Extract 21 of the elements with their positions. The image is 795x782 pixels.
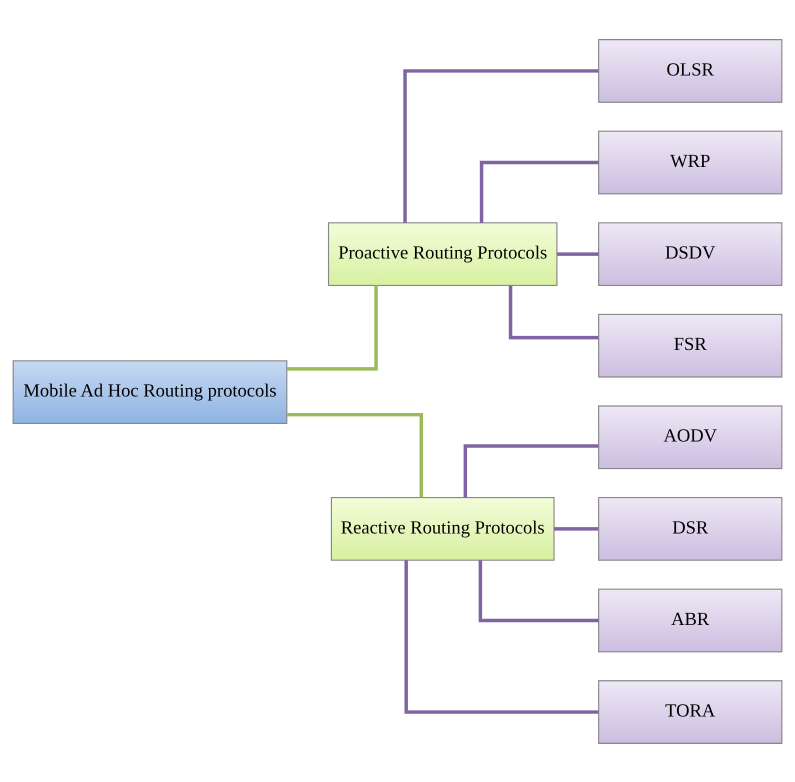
- connector: [287, 284, 378, 370]
- node-box: WRP: [598, 130, 782, 194]
- node-box: DSR: [598, 496, 782, 560]
- connector: [557, 252, 599, 256]
- connector: [480, 160, 598, 222]
- node-box: DSDV: [598, 222, 782, 286]
- node-box: TORA: [598, 680, 782, 744]
- connector: [404, 560, 598, 714]
- node-box: Reactive Routing Protocols: [330, 496, 555, 560]
- connector: [403, 68, 598, 222]
- node-box: OLSR: [598, 38, 782, 102]
- node-box: Proactive Routing Protocols: [328, 222, 558, 286]
- node-box: AODV: [598, 404, 782, 469]
- connector: [508, 285, 598, 339]
- node-box: ABR: [598, 588, 782, 652]
- node-box: FSR: [598, 313, 782, 378]
- connector: [478, 560, 598, 622]
- connector: [286, 412, 423, 497]
- node-box: Mobile Ad Hoc Routing protocols: [12, 360, 288, 424]
- connector: [554, 526, 598, 530]
- connector: [464, 444, 598, 498]
